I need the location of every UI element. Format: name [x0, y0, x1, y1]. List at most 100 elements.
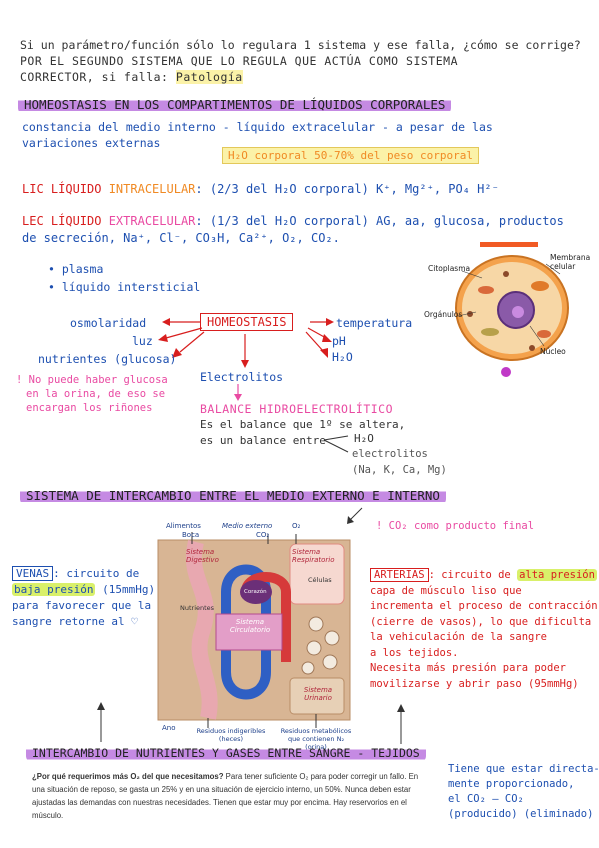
cell	[301, 661, 315, 675]
balance-h2o: H₂O	[354, 432, 374, 445]
lec-label-highlight: EXTRACELULAR	[108, 214, 196, 228]
item-temperatura: temperatura	[336, 316, 413, 330]
arrow-balance	[234, 384, 242, 401]
exclamation-icon: !	[16, 374, 23, 386]
venas-line: VENAS: circuito de	[12, 566, 155, 582]
lec-text: : (1/3 del H₂O corporal) AG, aa, glucosa…	[195, 214, 564, 228]
item-osmolaridad: osmolaridad	[70, 316, 147, 330]
section-title-homeostasis: HOMEOSTASIS EN LOS COMPARTIMENTOS DE LÍQ…	[18, 95, 452, 114]
arterias-line: (cierre de vasos), lo que dificulta	[370, 615, 592, 628]
arrow-head	[347, 516, 354, 524]
exclamation-icon: !	[376, 520, 383, 532]
balance-ions: (Na, K, Ca, Mg)	[352, 464, 447, 476]
question-line: Si un parámetro/función sólo lo regulara…	[20, 38, 581, 52]
organelle	[478, 286, 494, 294]
section-title-nutrientes-gases: INTERCAMBIO DE NUTRIENTES Y GASES ENTRE …	[26, 744, 426, 762]
co2-note: ! CO₂ como producto final	[376, 520, 534, 532]
item-ph: pH	[332, 334, 346, 348]
definition-line-1: constancia del medio interno - líquido e…	[22, 120, 493, 134]
arterias-line: incrementa el proceso de contracción	[370, 600, 598, 612]
digestive-tract	[186, 540, 218, 720]
venas-label: VENAS	[12, 566, 54, 581]
definition-line-2: variaciones externas	[22, 136, 161, 150]
arterias-line: a los tejidos.	[370, 646, 459, 659]
label-circulatorio: Sistema Circulatorio	[229, 618, 271, 634]
bullet-intersticial: • líquido intersticial	[48, 280, 201, 294]
label-line	[461, 270, 483, 279]
side-note-line: el CO₂ — CO₂	[448, 793, 524, 805]
lec-line: LEC LÍQUIDO EXTRACELULAR: (1/3 del H₂O c…	[22, 214, 564, 228]
answer-line-2: CORRECTOR, si falla: Patología	[20, 70, 243, 84]
arrow-head	[241, 360, 249, 368]
diagram-border	[157, 539, 351, 721]
arrow-luz	[165, 327, 203, 339]
balance-line-1: Es el balance que 1º se altera,	[200, 418, 406, 431]
pink-note-text: No puede haber glucosa	[28, 374, 168, 386]
balance-electrolitos: electrolitos	[352, 448, 428, 460]
pink-note-line: en la orina, de eso se	[26, 388, 166, 400]
arrow-head	[162, 318, 170, 326]
lec-line-2: de secreción, Na⁺, Cl⁻, CO₃H, Ca²⁺, O₂, …	[22, 231, 340, 245]
item-h2o: H₂O	[332, 350, 353, 364]
paragraph-question: ¿Por qué requerimos más O₂ del que neces…	[32, 772, 224, 781]
arterias-text: : circuito de	[428, 569, 518, 581]
arterias-line: capa de músculo liso que	[370, 584, 522, 597]
balance-line-2: es un balance entre	[200, 434, 326, 447]
arrow-head	[397, 704, 405, 712]
lungs-area	[289, 543, 345, 605]
pink-note: ! No puede haber glucosa en la orina, de…	[16, 373, 168, 415]
cell	[322, 654, 338, 670]
cell	[308, 616, 324, 632]
venas-highlight: baja presión	[12, 583, 96, 596]
label-line	[457, 311, 477, 317]
co2-note-text: CO₂ como producto final	[388, 520, 535, 532]
exchange-paragraph: ¿Por qué requerimos más O₂ del que neces…	[32, 770, 432, 822]
lic-label: LIC LÍQUIDO	[22, 182, 109, 196]
venas-line: sangre retorne al ♡	[12, 615, 138, 628]
nucleolus	[512, 306, 524, 318]
organelle	[467, 311, 473, 317]
fork-line	[323, 439, 349, 453]
item-luz: luz	[132, 334, 153, 348]
bullet-text: líquido intersticial	[61, 280, 201, 294]
arrow-h2o	[305, 331, 325, 353]
cell	[306, 640, 322, 656]
arrow-head	[320, 348, 328, 358]
label-urinario: Sistema Urinario	[303, 686, 333, 702]
side-note-line: (producido) (eliminado)	[448, 808, 594, 820]
pink-note-line: ! No puede haber glucosa	[16, 373, 168, 387]
arrow-head	[97, 702, 105, 710]
organelle	[503, 271, 509, 277]
arrow-to-diagram	[347, 507, 363, 524]
label-medio-externo: Medio externo	[222, 522, 273, 530]
label-nucleo: Núcleo	[540, 347, 566, 356]
organelle	[531, 281, 549, 291]
label-nutrientes: Nutrientes	[180, 604, 215, 612]
lic-text: : (2/3 del H₂O corporal) K⁺, Mg²⁺, PO₄ H…	[195, 182, 499, 196]
arrow-head	[234, 394, 242, 401]
venas-line: para favorecer que la	[12, 599, 152, 612]
label-line	[529, 325, 545, 347]
mindmap-arrows	[158, 318, 334, 368]
label-citoplasma: Citoplasma	[428, 264, 471, 273]
lec-label: LEC LÍQUIDO	[22, 214, 109, 228]
label-corazon: Corazón	[244, 589, 267, 595]
side-note-line: mente proporcionado,	[448, 778, 575, 790]
pointer-dot	[501, 367, 511, 377]
arterias-line: ARTERIAS: circuito de alta presión	[370, 568, 598, 584]
label-digestivo: Sistema Digestivo	[186, 548, 219, 564]
organelle	[529, 345, 535, 351]
item-nutrientes: nutrientes (glucosa)	[38, 352, 177, 366]
vein-loop	[221, 564, 271, 700]
arterias-line: la vehiculación de la sangre	[370, 631, 548, 643]
item-electrolitos: Electrolitos	[200, 370, 284, 384]
homeostasis-box: HOMEOSTASIS	[200, 313, 294, 331]
label-line	[545, 263, 561, 275]
arrow-head	[322, 334, 332, 342]
cell-illustration	[455, 242, 569, 377]
side-note-line: Tiene que estar directa-	[448, 763, 599, 775]
arrow-head	[326, 318, 334, 326]
arrow-nutrientes	[179, 331, 205, 353]
label-o2: O₂	[292, 522, 301, 530]
label-membrana: Membrana celular	[550, 253, 591, 271]
